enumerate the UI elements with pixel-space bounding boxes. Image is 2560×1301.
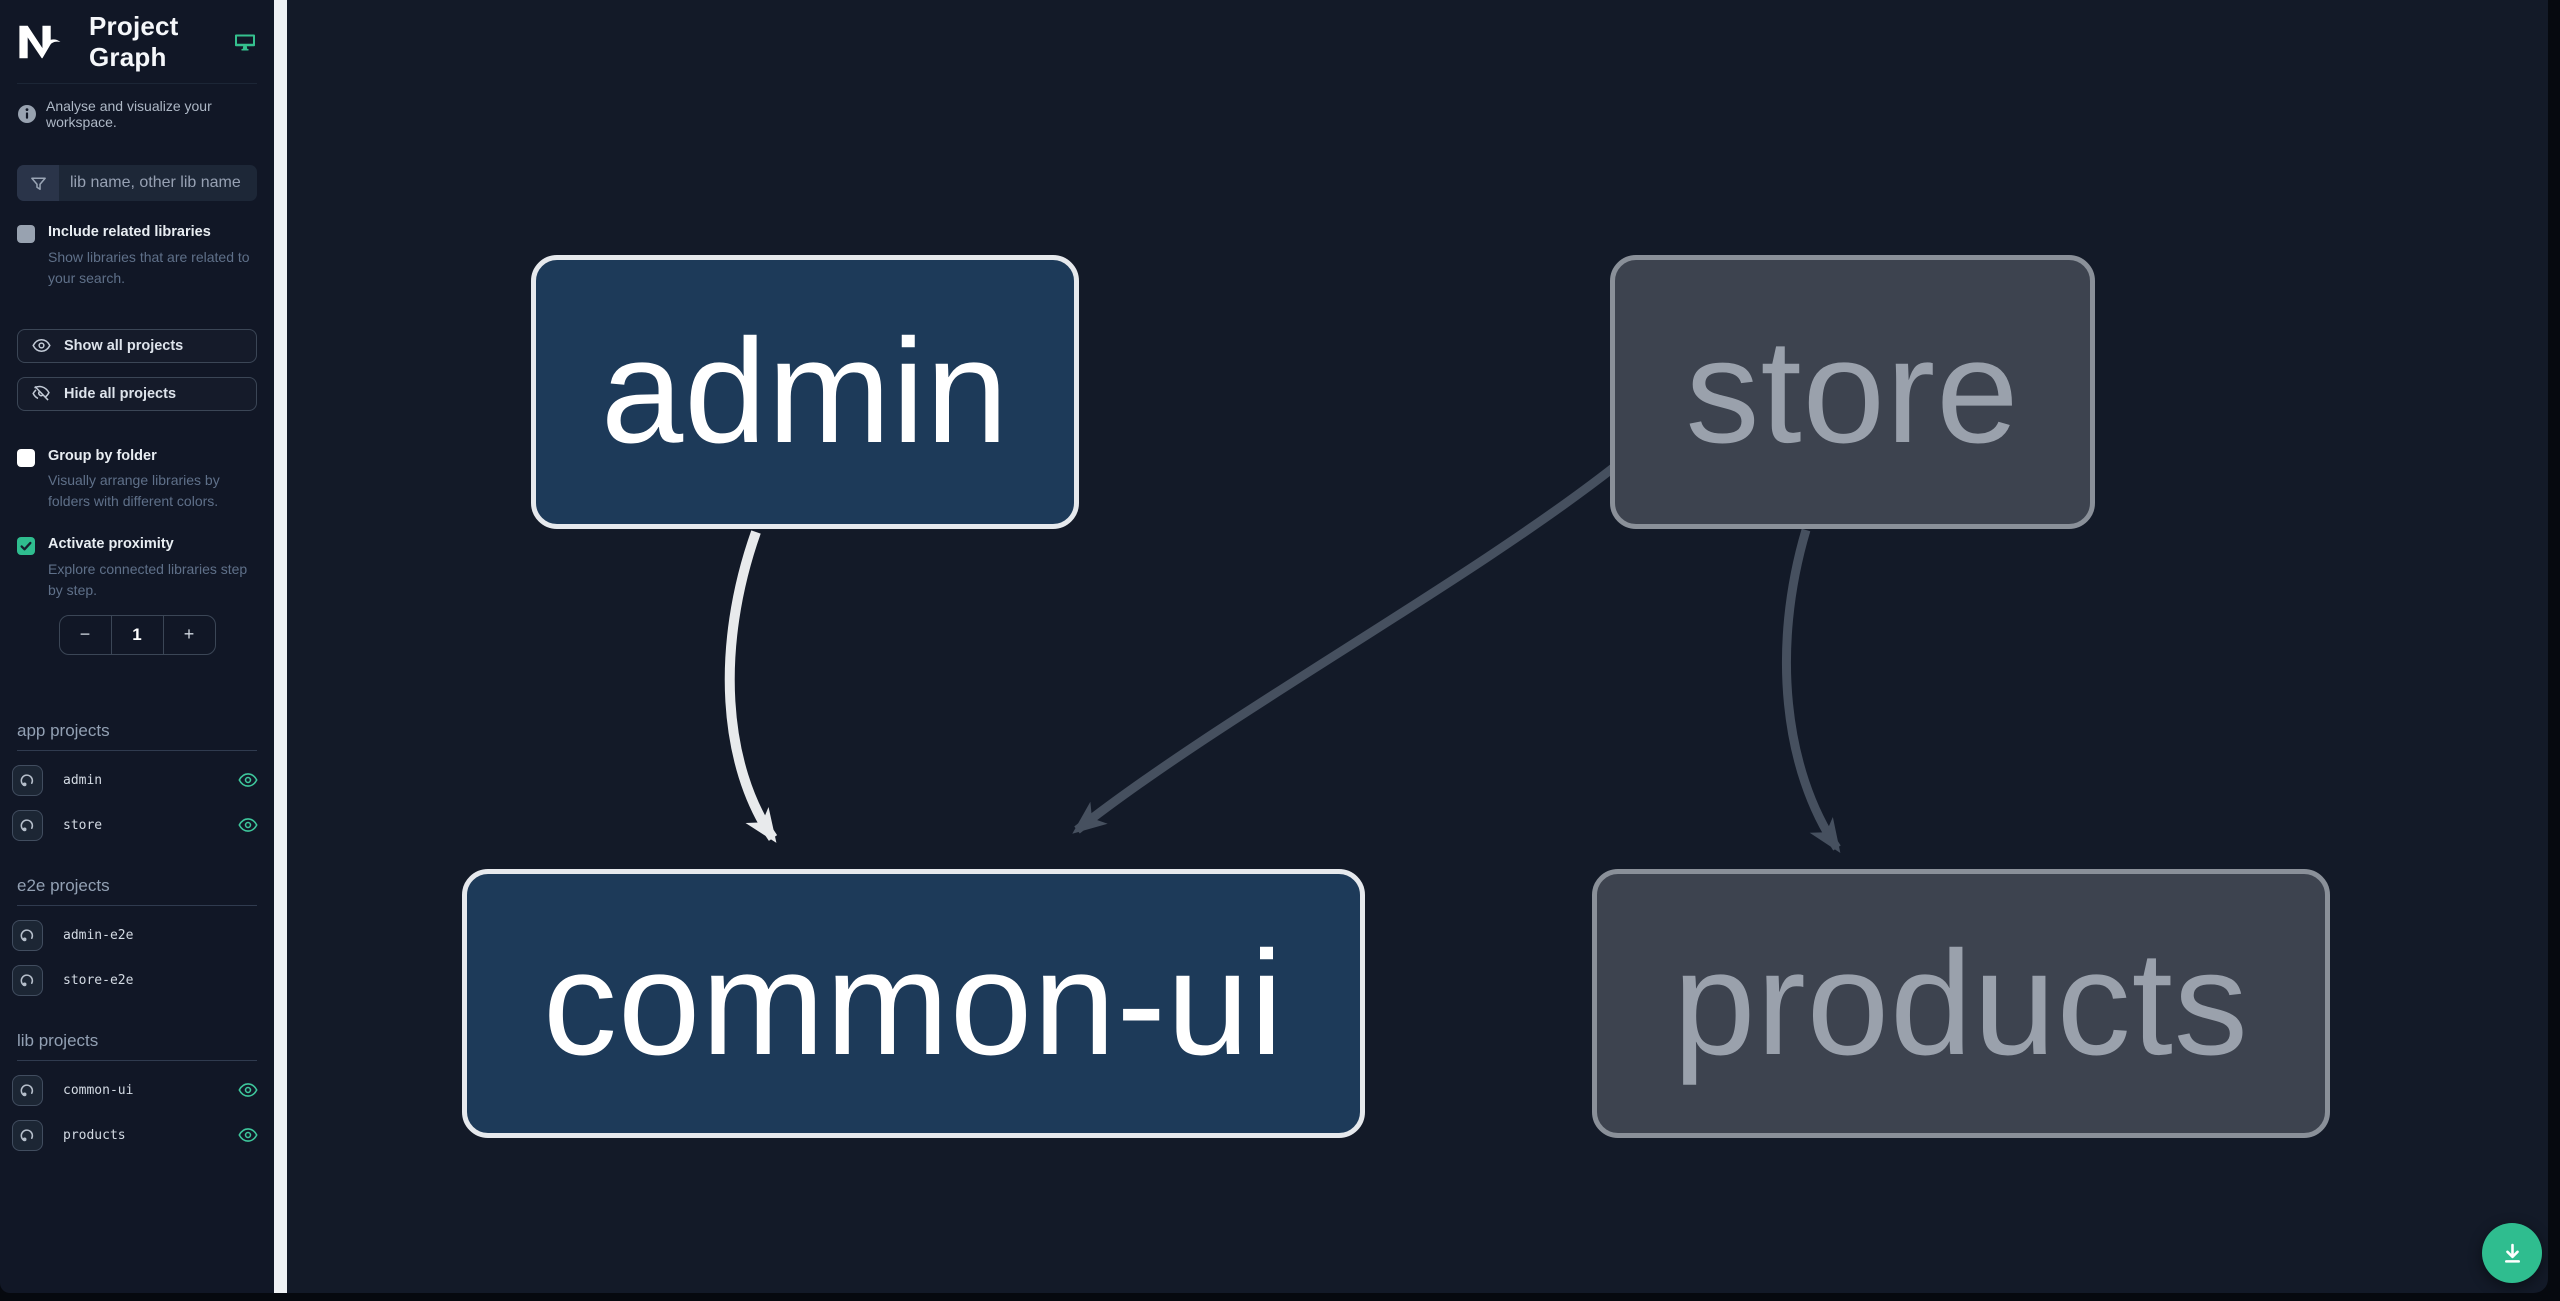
activate-proximity-checkbox[interactable] (17, 537, 35, 556)
include-related-desc: Show libraries that are related to your … (48, 248, 250, 286)
activate-proximity-checkbox-row[interactable]: Activate proximity Explore connected lib… (17, 535, 257, 601)
filter-icon (17, 165, 59, 201)
edge-store-to-products (1781, 528, 1841, 853)
graph-node-store[interactable]: store (1610, 255, 2095, 529)
node-label: admin (600, 309, 1010, 474)
download-icon (2499, 1240, 2526, 1267)
graph-node-products[interactable]: products (1592, 869, 2330, 1138)
eye-icon[interactable] (237, 1079, 259, 1101)
sidebar: Project Graph Analyse and visualize your… (0, 0, 274, 1293)
graph-canvas[interactable]: admin store common-ui products (287, 0, 2548, 1293)
activate-proximity-desc: Explore connected libraries step by step… (48, 560, 248, 598)
project-name: common-ui (63, 1082, 134, 1098)
include-related-checkbox[interactable] (17, 225, 35, 243)
edge-store-to-common-ui (1072, 464, 1616, 834)
group-by-folder-checkbox-row[interactable]: Group by folder Visually arrange librari… (17, 447, 257, 513)
search-input[interactable] (59, 165, 257, 201)
project-name: admin (63, 772, 103, 788)
group-by-folder-label: Group by folder (48, 447, 157, 464)
group-by-folder-desc: Visually arrange libraries by folders wi… (48, 472, 220, 510)
activate-proximity-label: Activate proximity (48, 536, 174, 553)
dependency-edges (724, 464, 1841, 853)
node-label: store (1685, 309, 2020, 474)
focus-icon[interactable] (12, 1074, 43, 1106)
hide-all-projects-button[interactable]: Hide all projects (17, 376, 257, 411)
proximity-value: 1 (110, 615, 164, 654)
page-title: Project Graph (89, 10, 179, 72)
project-row-admin: admin (12, 758, 259, 803)
focus-icon[interactable] (12, 764, 43, 796)
show-all-projects-button[interactable]: Show all projects (17, 328, 257, 363)
include-related-label: Include related libraries (48, 224, 211, 240)
tagline-text: Analyse and visualize your workspace. (46, 98, 212, 130)
project-name: admin-e2e (63, 927, 134, 943)
section-lib-projects: lib projects common-ui (12, 1031, 258, 1158)
proximity-decrease-button[interactable]: − (60, 616, 111, 654)
project-row-admin-e2e: admin-e2e (12, 913, 257, 958)
graph-node-common-ui[interactable]: common-ui (462, 869, 1365, 1138)
eye-icon[interactable] (237, 814, 259, 836)
project-row-store: store (12, 803, 259, 848)
section-title: lib projects (17, 1031, 257, 1061)
nx-logo-icon (17, 24, 65, 60)
section-title: app projects (17, 721, 257, 751)
eye-icon[interactable] (237, 769, 259, 791)
eye-icon (31, 335, 52, 356)
project-row-common-ui: common-ui (12, 1068, 259, 1113)
section-e2e-projects: e2e projects admin-e2e (12, 876, 257, 1003)
include-related-checkbox-row[interactable]: Include related libraries Show libraries… (17, 223, 257, 289)
download-graph-button[interactable] (2482, 1223, 2542, 1283)
focus-icon[interactable] (12, 809, 43, 841)
show-all-projects-label: Show all projects (64, 337, 184, 354)
sidebar-header: Project Graph (17, 0, 257, 84)
workspace-tagline: Analyse and visualize your workspace. (17, 98, 257, 130)
node-label: common-ui (543, 920, 1284, 1086)
project-row-products: products (12, 1113, 259, 1158)
graph-node-admin[interactable]: admin (531, 255, 1079, 529)
focus-icon[interactable] (12, 919, 43, 951)
info-icon (17, 104, 37, 124)
focus-icon[interactable] (12, 1119, 43, 1151)
focus-icon[interactable] (12, 964, 43, 996)
project-name: products (63, 1127, 126, 1143)
node-label: products (1673, 920, 2249, 1086)
project-row-store-e2e: store-e2e (12, 958, 257, 1003)
section-title: e2e projects (17, 876, 257, 906)
project-name: store-e2e (63, 972, 134, 988)
eye-icon[interactable] (237, 1124, 259, 1146)
hide-all-projects-label: Hide all projects (64, 385, 177, 402)
proximity-stepper: − 1 + (58, 614, 216, 655)
group-by-folder-checkbox[interactable] (17, 448, 35, 467)
eye-off-icon (31, 383, 52, 404)
proximity-increase-button[interactable]: + (164, 616, 215, 654)
section-app-projects: app projects admin (12, 721, 258, 848)
computer-icon[interactable] (233, 30, 257, 54)
project-name: store (63, 817, 103, 833)
edge-admin-to-common-ui (724, 530, 778, 843)
sidebar-resize-handle[interactable] (274, 0, 287, 1293)
search-box (17, 165, 257, 201)
